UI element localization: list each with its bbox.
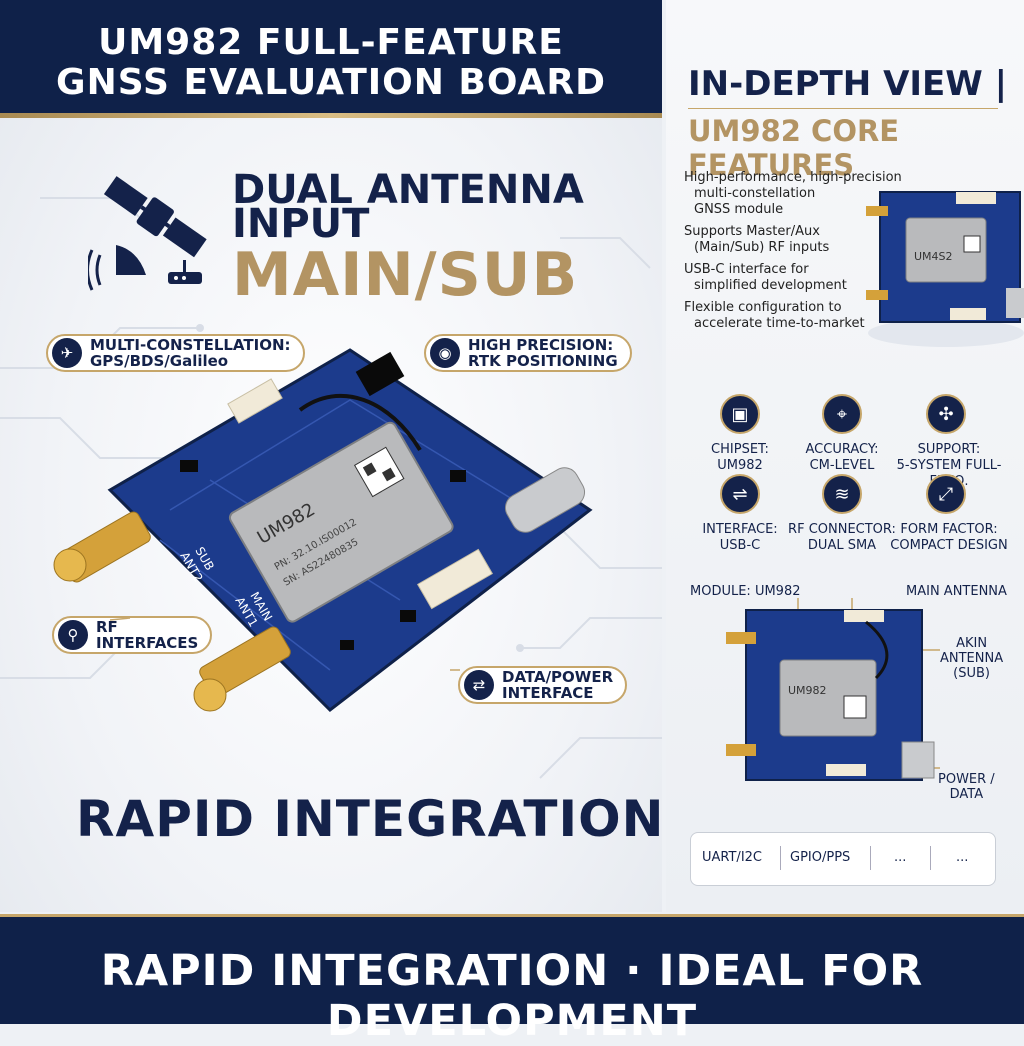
rf-label-line1: RF xyxy=(96,618,118,636)
diagram-board-image: UM982 xyxy=(726,598,940,781)
chip-more-1: ... xyxy=(894,850,907,865)
qr-code xyxy=(353,446,405,498)
multi-constellation-value: GPS/BDS/Galileo xyxy=(90,352,229,370)
footer-bar: RAPID INTEGRATION · IDEAL FOR DEVELOPMEN… xyxy=(0,914,1024,1046)
rf-cable xyxy=(298,393,422,452)
usb-c-connector xyxy=(504,467,586,533)
high-precision-pill: ◉ HIGH PRECISION:RTK POSITIONING xyxy=(424,334,632,372)
rf-label-line2: INTERFACES xyxy=(96,634,199,652)
dual-antenna-title-line1: DUAL ANTENNA xyxy=(232,167,584,213)
chip-icon: ▣ xyxy=(720,394,760,434)
header-gold-rule xyxy=(0,113,662,118)
multi-constellation-pill: ✈ MULTI-CONSTELLATION:GPS/BDS/Galileo xyxy=(46,334,305,372)
header-connector xyxy=(227,378,283,424)
chip-separator xyxy=(870,846,871,870)
high-precision-label: HIGH PRECISION: xyxy=(468,336,614,354)
footer-tagline: RAPID INTEGRATION · IDEAL FOR DEVELOPMEN… xyxy=(100,946,924,1046)
chip-more-2: ... xyxy=(956,850,969,865)
chip-gpio-pps: GPIO/PPS xyxy=(790,850,851,865)
dual-antenna-title-line2: INPUT xyxy=(232,201,370,247)
expand-icon: ⤢ xyxy=(926,474,966,514)
feature-interface: INTERFACE:USB-C xyxy=(702,522,778,553)
signal-waves-icon: ◉ xyxy=(430,338,460,368)
thumbnail-board-image: UM4S2 xyxy=(866,191,1024,347)
usb-icon: ⇄ xyxy=(464,670,494,700)
satellite-icon xyxy=(88,176,207,291)
multi-constellation-label: MULTI-CONSTELLATION: xyxy=(90,336,291,354)
feature-rf-connector: RF CONNECTOR:DUAL SMA xyxy=(788,522,896,553)
satellite-small-icon: ✈ xyxy=(52,338,82,368)
feature-form-factor: FORM FACTOR:COMPACT DESIGN xyxy=(890,522,1008,553)
rapid-integration-title: RAPID INTEGRATION xyxy=(76,790,665,848)
usb-icon: ⇌ xyxy=(720,474,760,514)
header-title-line1: UM982 FULL-FEATURE xyxy=(98,22,564,63)
interface-chips-box xyxy=(690,832,996,886)
sma-connector-main xyxy=(193,626,291,712)
footer-gold-rule xyxy=(0,914,1024,917)
heading-divider xyxy=(688,108,998,109)
header-bar: UM982 FULL-FEATURE GNSS EVALUATION BOARD xyxy=(0,0,662,118)
feature-accuracy: ACCURACY:CM-LEVEL xyxy=(805,442,879,473)
chip-uart-i2c: UART/I2C xyxy=(702,850,762,865)
main-antenna-callout: MAIN ANTENNA xyxy=(906,584,1007,599)
network-icon: ✣ xyxy=(926,394,966,434)
in-depth-heading: IN-DEPTH VIEW | xyxy=(688,64,1008,104)
main-sub-title: MAIN/SUB xyxy=(232,240,579,310)
location-pin-icon: ⌖ xyxy=(822,394,862,434)
bullet-2: Supports Master/Aux(Main/Sub) RF inputs xyxy=(684,224,830,255)
diagram-module-label: UM982 xyxy=(788,684,827,697)
signal-icon: ≋ xyxy=(822,474,862,514)
high-precision-value: RTK POSITIONING xyxy=(468,352,618,370)
power-data-callout: POWER /DATA xyxy=(938,772,995,802)
feature-chipset: CHIPSET:UM982 xyxy=(711,442,769,473)
data-power-label-line2: INTERFACE xyxy=(502,684,594,702)
evaluation-board-image: UM982 PN: 32.10.IS00012 SN: AS22480835 A… xyxy=(53,348,593,712)
data-power-label-line1: DATA/POWER xyxy=(502,668,614,686)
header-title-line2: GNSS EVALUATION BOARD xyxy=(56,62,606,103)
module-callout: MODULE: UM982 xyxy=(690,584,801,599)
core-features-heading: UM982 CORE FEATURES xyxy=(688,114,900,182)
sma-connector-sub xyxy=(53,511,151,583)
chip-separator xyxy=(930,846,931,870)
data-connector xyxy=(417,548,493,610)
thumbnail-module-label: UM4S2 xyxy=(914,250,953,263)
antenna-icon: ⚲ xyxy=(58,620,88,650)
chip-separator xyxy=(780,846,781,870)
